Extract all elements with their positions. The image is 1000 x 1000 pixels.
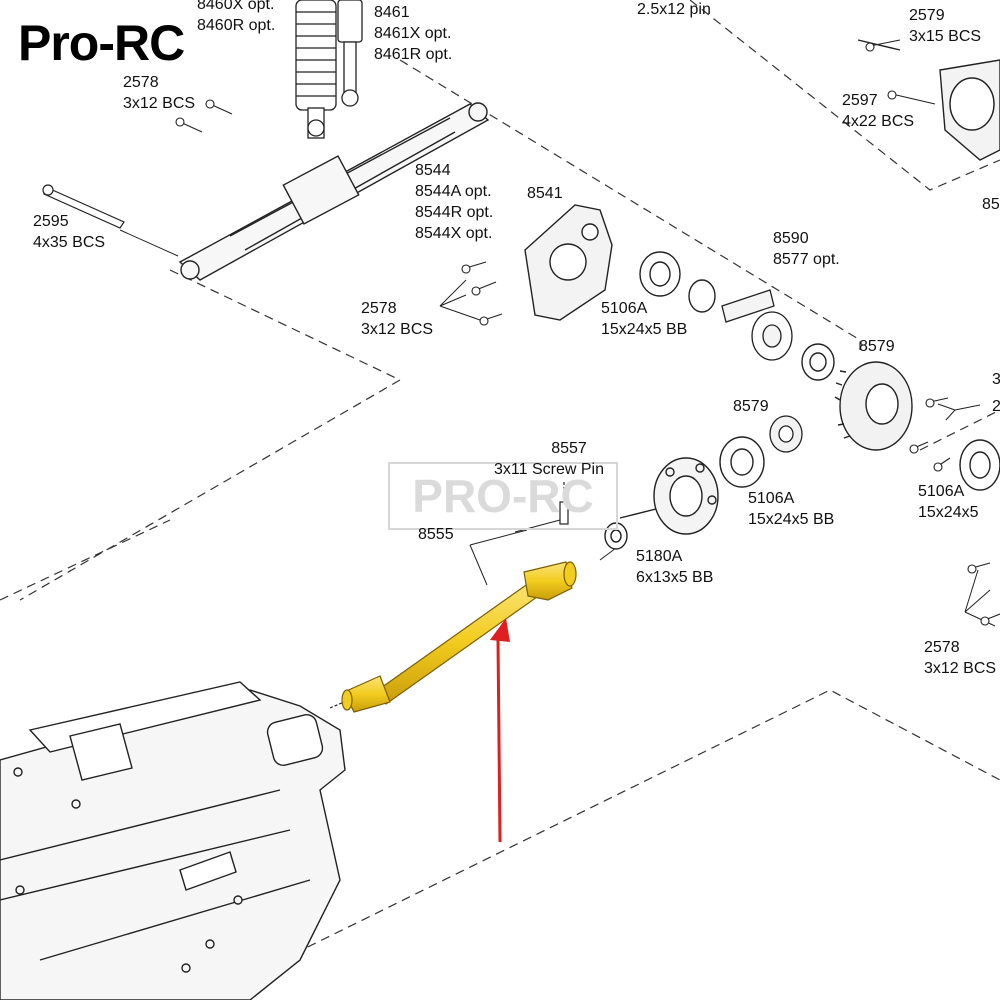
callout-8579-pinion: 8579 (733, 398, 769, 415)
callout-85: 85 (982, 196, 1000, 213)
output-shaft (721, 289, 793, 361)
callout-8555: 8555 (418, 526, 454, 543)
shock-spring (295, 0, 363, 139)
bearings (604, 251, 1000, 550)
callout-3: 3 (992, 371, 1000, 388)
driveshaft-8555 (329, 561, 577, 713)
brand-logo: Pro-RC (18, 15, 185, 71)
callout-8579-upper: 8579 (859, 338, 895, 355)
chassis (0, 681, 346, 1000)
callout-pin: 2.5x12 pin (637, 1, 711, 18)
callout-2: 2 (992, 398, 1000, 415)
pinion-gear (769, 415, 803, 453)
brand-watermark: PRO-RC (388, 462, 618, 530)
ring-gear (834, 361, 913, 451)
long-pin (42, 184, 125, 229)
pointer-arrow (490, 618, 510, 843)
differential (619, 457, 719, 535)
callout-8460: 8460X opt.8460R opt. (197, 0, 276, 34)
suspension-arm (178, 102, 490, 281)
callout-8541: 8541 (527, 185, 563, 202)
screw-pin (559, 482, 569, 525)
leader-lines (119, 229, 996, 627)
rear-bulkhead (857, 39, 1000, 161)
screws (175, 39, 1000, 626)
gearbox-housing (524, 204, 613, 321)
